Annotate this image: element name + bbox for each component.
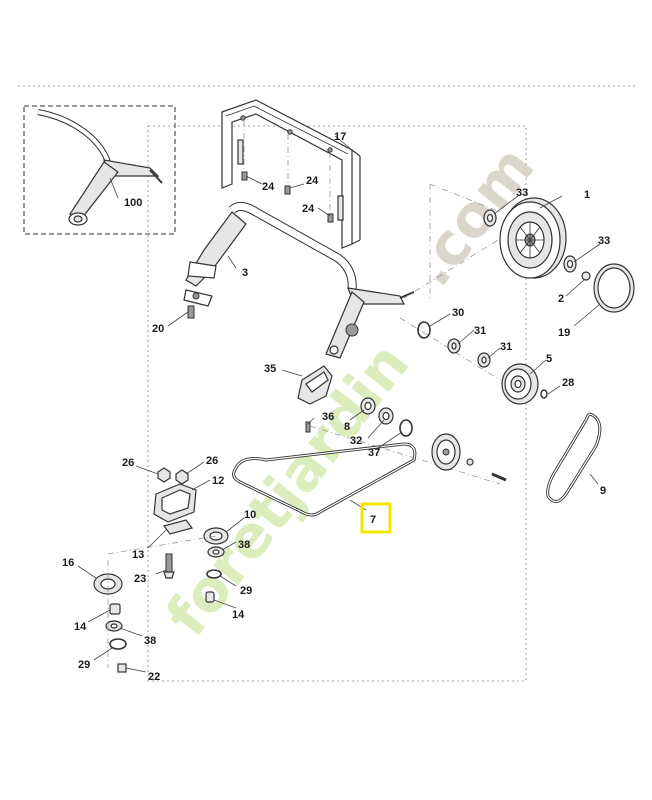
detail-inset-frame <box>23 105 176 235</box>
callout-38: 38 <box>238 539 250 551</box>
callout-29: 29 <box>240 585 252 597</box>
part-14-spacer-a <box>205 591 215 603</box>
part-14-spacer-b <box>109 603 121 615</box>
drive-sprocket <box>431 433 507 482</box>
callout-9: 9 <box>600 485 606 497</box>
callout-5: 5 <box>546 353 552 365</box>
part-23-bolt <box>163 553 175 579</box>
callout-38: 38 <box>144 635 156 647</box>
part-35-bracket <box>297 365 333 405</box>
part-32-bearing <box>378 407 394 425</box>
callout-16: 16 <box>62 557 74 569</box>
part-26-nut-b <box>175 469 189 485</box>
callout-24: 24 <box>306 175 319 187</box>
part-17-upper-handle <box>221 99 361 249</box>
callout-33: 33 <box>516 187 528 199</box>
callout-26: 26 <box>206 455 218 467</box>
callout-14: 14 <box>74 621 87 633</box>
part-22-screw <box>117 663 127 673</box>
callout-37: 37 <box>368 447 380 459</box>
part-31-washer-a <box>447 338 461 354</box>
callout-22: 22 <box>148 671 160 683</box>
callout-2: 2 <box>558 293 564 305</box>
callout-30: 30 <box>452 307 464 319</box>
part-16-pulley <box>93 573 123 595</box>
part-37-circlip <box>399 419 413 437</box>
part-12-idler-bracket <box>153 483 197 523</box>
leader-lines <box>77 135 601 673</box>
part-2-screw <box>581 271 591 281</box>
part-38-washer-a <box>207 546 225 558</box>
callout-100: 100 <box>124 197 142 209</box>
part-1-wheel <box>499 197 567 279</box>
part-100-handle-detail <box>37 109 163 226</box>
callout-26: 26 <box>122 457 134 469</box>
callout-23: 23 <box>134 573 146 585</box>
callout-24: 24 <box>302 203 315 215</box>
callout-labels: 17 24 24 24 100 33 1 33 3 2 19 20 30 31 … <box>62 131 610 683</box>
callout-3: 3 <box>242 267 248 279</box>
part-26-nut-a <box>157 467 171 483</box>
callout-35: 35 <box>264 363 276 375</box>
callout-8: 8 <box>344 421 350 433</box>
callout-14: 14 <box>232 609 245 621</box>
part-7-drive-belt <box>232 442 417 517</box>
part-9-belt <box>546 412 602 503</box>
part-29-circlip-b <box>109 638 127 650</box>
part-3-lower-handle <box>183 202 415 359</box>
callout-10: 10 <box>244 509 256 521</box>
callout-20: 20 <box>152 323 164 335</box>
part-5-pulley <box>501 363 539 405</box>
part-24-screws <box>241 171 334 223</box>
part-8-bearing <box>360 397 376 415</box>
part-19-hubcap <box>593 263 635 313</box>
callout-36: 36 <box>322 411 334 423</box>
part-31-washer-b <box>477 352 491 368</box>
callout-7: 7 <box>370 514 376 526</box>
part-20-bolt <box>187 305 195 319</box>
callout-24: 24 <box>262 181 275 193</box>
callout-17: 17 <box>334 131 346 143</box>
callout-31: 31 <box>474 325 486 337</box>
callout-19: 19 <box>558 327 570 339</box>
callout-28: 28 <box>562 377 574 389</box>
callout-1: 1 <box>584 189 590 201</box>
callout-33: 33 <box>598 235 610 247</box>
part-30-circlip <box>417 321 431 339</box>
part-33-bushing <box>563 255 577 273</box>
callout-29: 29 <box>78 659 90 671</box>
part-38-washer-b <box>105 620 123 632</box>
callout-13: 13 <box>132 549 144 561</box>
callout-31: 31 <box>500 341 512 353</box>
highlight-box-7 <box>360 502 392 534</box>
part-36-bolt <box>305 421 311 433</box>
part-28-clip <box>540 389 548 399</box>
part-33-bushing-top <box>483 209 497 227</box>
callout-12: 12 <box>212 475 224 487</box>
callout-32: 32 <box>350 435 362 447</box>
part-29-circlip-a <box>206 569 222 579</box>
part-13-plate <box>162 519 194 535</box>
